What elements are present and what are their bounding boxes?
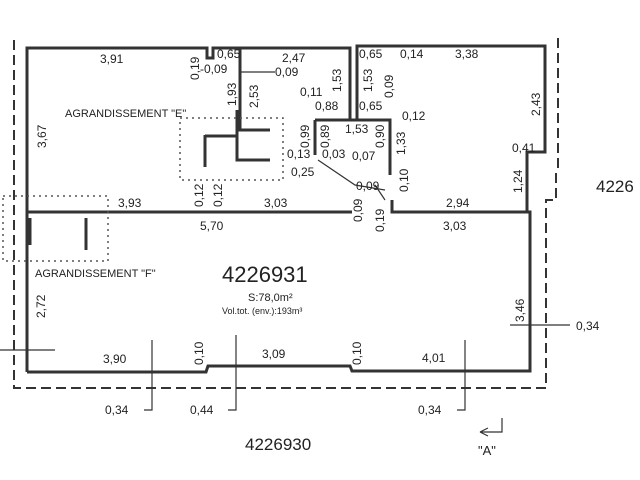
parcel-number-east: 4226 xyxy=(596,177,634,196)
dimension: 3,46 xyxy=(513,298,527,322)
dimension: 3,03 xyxy=(264,196,288,210)
dimension: 4,01 xyxy=(422,351,446,365)
dimension: 0,25 xyxy=(291,165,315,179)
dimension: 1,93 xyxy=(225,82,239,106)
dimension: 0,09 xyxy=(356,179,380,193)
exterior-wall-2 xyxy=(238,48,270,132)
dimension: 0,14 xyxy=(400,47,424,61)
dimension: 0,10 xyxy=(192,341,206,365)
bottom-wall xyxy=(27,210,532,374)
dimension: 3,91 xyxy=(100,52,124,66)
dimension: 3,67 xyxy=(35,124,49,148)
dimension: 0,65 xyxy=(359,47,383,61)
dimension: 0,12 xyxy=(192,183,206,207)
dimension: 1,53 xyxy=(361,68,375,92)
dimensions: 3,91 0,19 0,65 -0,09 2,47 0,09 1,93 2,53… xyxy=(34,47,600,417)
dimension: 0,90 xyxy=(373,124,387,148)
dimension: 0,88 xyxy=(315,99,339,113)
dimension: 2,53 xyxy=(247,84,261,108)
dimension: 0,11 xyxy=(300,85,323,99)
dimension: 0,41 xyxy=(512,141,536,155)
dimension: 0,12 xyxy=(402,109,426,123)
dimension: 0,19 xyxy=(188,56,202,80)
dimension-lines xyxy=(0,71,570,437)
dimension: 0,12 xyxy=(211,183,225,207)
dimension: 3,93 xyxy=(118,196,142,210)
dimension: 0,34 xyxy=(105,403,129,417)
top-room-wall xyxy=(240,44,547,214)
exterior-wall xyxy=(25,46,242,372)
dimension: 3,38 xyxy=(455,47,479,61)
dimension: 0,65 xyxy=(359,99,383,113)
dimension: -0,09 xyxy=(200,62,228,76)
dimension: 0,03 xyxy=(322,147,346,161)
extension-e-outline xyxy=(179,117,284,181)
parcel-number-main: 4226931 xyxy=(222,262,308,287)
extension-f-label: AGRANDISSEMENT "F" xyxy=(35,268,156,280)
extension-f-outline xyxy=(2,195,109,262)
dimension: 3,09 xyxy=(262,347,286,361)
dimension: 0,65 xyxy=(217,47,241,61)
wc-walls xyxy=(313,95,392,175)
dimension: 0,10 xyxy=(350,341,364,365)
dimension: 1,53 xyxy=(330,68,344,92)
f-extension-wall xyxy=(28,218,88,250)
view-marker: "A" xyxy=(478,443,496,458)
dimension: 0,10 xyxy=(397,168,411,192)
dimension: 1,53 xyxy=(345,122,369,136)
dimension: 0,99 xyxy=(298,124,312,148)
dimension: 0,44 xyxy=(190,403,214,417)
volume-label: Vol.tot. (env.):193m³ xyxy=(222,306,302,316)
dimension: 0,09 xyxy=(351,198,365,222)
dimension: 2,47 xyxy=(282,51,306,65)
stair-lines xyxy=(317,159,386,201)
dimension: 0,09 xyxy=(382,74,396,98)
dimension: 1,24 xyxy=(511,169,525,193)
dimension: 0,07 xyxy=(352,149,376,163)
dimension: 5,70 xyxy=(200,219,224,233)
dimension: 1,33 xyxy=(394,131,408,155)
dimension: 0,09 xyxy=(275,65,299,79)
property-boundary xyxy=(13,38,559,389)
e-extension-walls xyxy=(203,110,270,167)
parcel-number-south: 4226930 xyxy=(245,435,311,454)
dimension: 0,13 xyxy=(287,147,311,161)
area-label: S:78,0m² xyxy=(248,292,293,304)
dimension: 0,89 xyxy=(318,124,332,148)
dimension: 2,72 xyxy=(34,294,48,318)
dimension: 3,90 xyxy=(103,352,127,366)
dimension: 2,94 xyxy=(446,196,470,210)
dimension: 0,19 xyxy=(373,208,387,232)
dimension: 2,43 xyxy=(529,92,543,116)
dimension: 0,34 xyxy=(418,403,442,417)
dimension: 0,34 xyxy=(576,319,600,333)
extension-e-label: AGRANDISSEMENT "E" xyxy=(65,108,186,120)
dimension: 3,03 xyxy=(443,219,467,233)
